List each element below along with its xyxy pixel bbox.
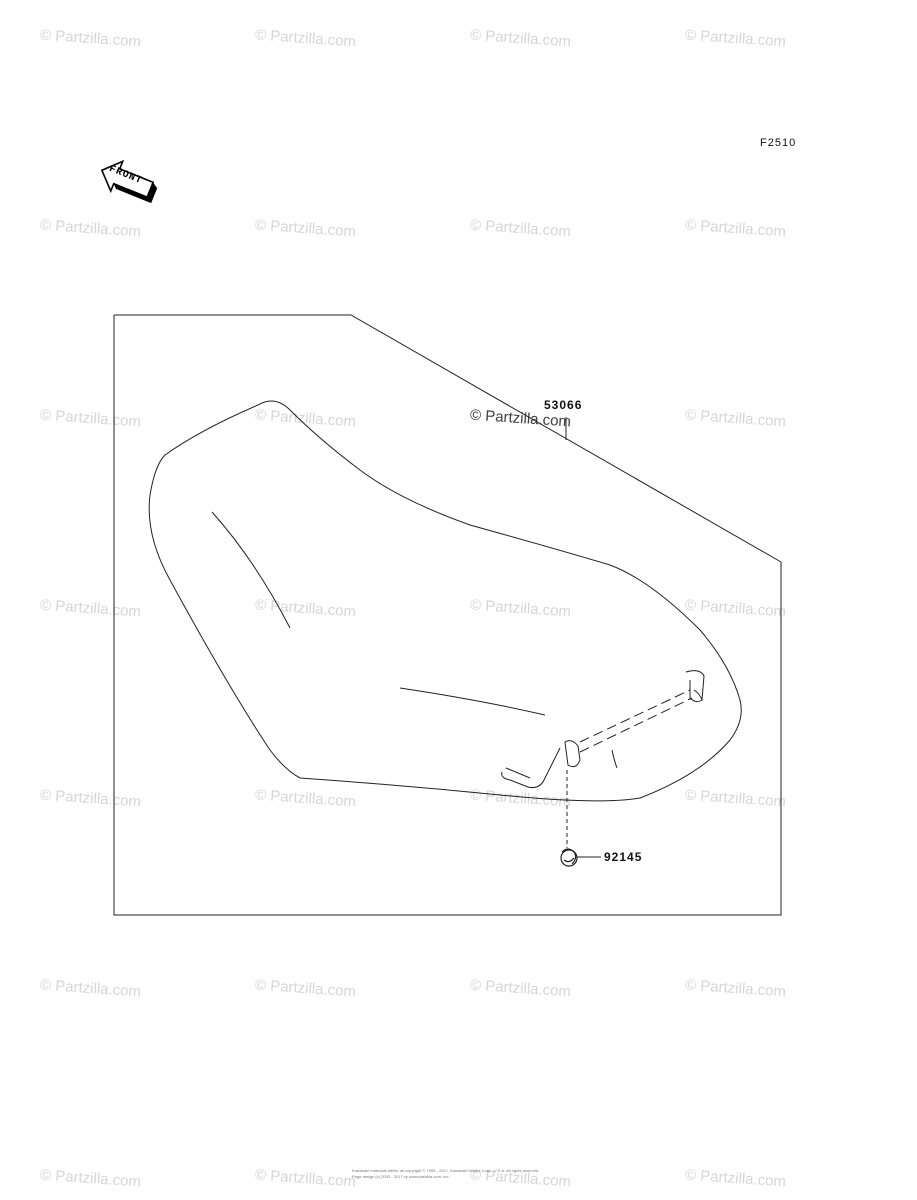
seat-crease-2 [399,687,546,716]
seat-crease-3 [611,749,618,769]
copyright-line-2: Page design (c) 2003 - 2017 by www.partz… [352,1174,450,1179]
part-number-92145[interactable]: 92145 [604,850,643,864]
front-arrow-icon [100,159,158,204]
seat-outline [148,400,742,802]
figure-code: F2510 [760,137,797,149]
seat-crease-1 [211,511,291,629]
spring-clip-icon [560,848,578,867]
part-number-53066[interactable]: 53066 [544,398,583,412]
copyright-line-1: Kawasaki materials within, all copyright… [352,1168,540,1173]
frame-border [113,314,782,916]
copyright-notice: Kawasaki materials within, all copyright… [352,1168,539,1180]
seat-hook-assembly [501,670,705,789]
